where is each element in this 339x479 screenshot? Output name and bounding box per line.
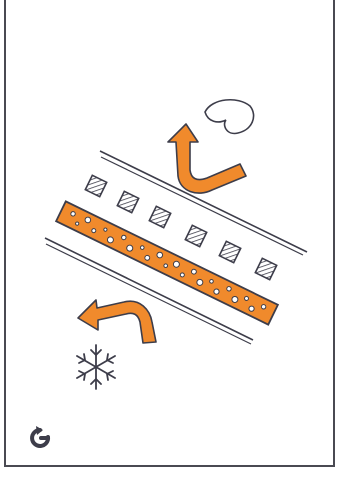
- block: [149, 206, 170, 227]
- rotation-arrow-icon: [32, 426, 48, 446]
- block: [185, 225, 206, 246]
- cold-in-arrow: [78, 300, 156, 343]
- snowflake-icon: [77, 345, 115, 389]
- block: [219, 241, 240, 262]
- block: [117, 191, 138, 212]
- block: [85, 175, 106, 196]
- warm-air-cloud-icon: [205, 100, 254, 134]
- heat-out-arrow: [168, 124, 246, 193]
- block: [255, 258, 276, 279]
